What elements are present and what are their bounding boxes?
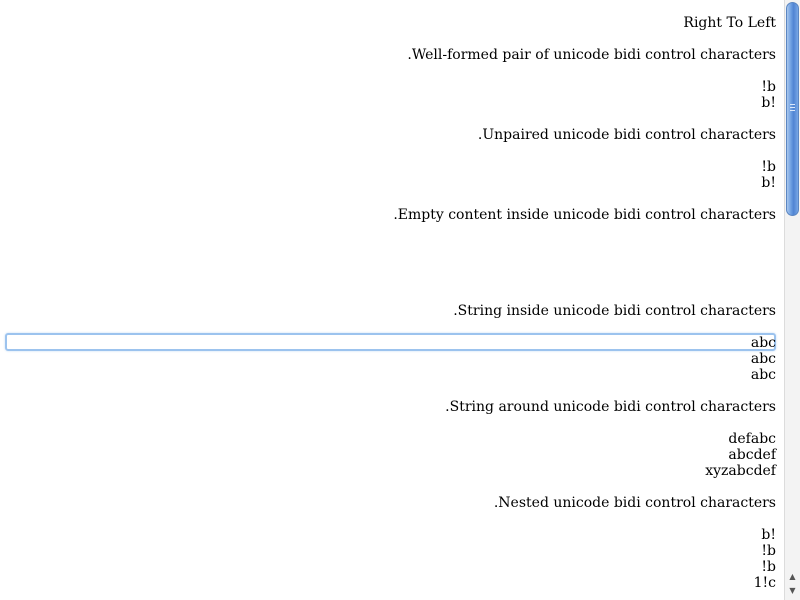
text-line: !b bbox=[761, 543, 776, 559]
text-line: !b bbox=[761, 559, 776, 575]
focused-text-field[interactable] bbox=[5, 333, 776, 351]
text-line: abc bbox=[750, 335, 776, 351]
vertical-scrollbar[interactable]: ▲ ▼ bbox=[784, 0, 800, 600]
section-label-nested: .Nested unicode bidi control characters bbox=[493, 495, 776, 511]
scroll-up-arrow-icon[interactable]: ▲ bbox=[789, 572, 796, 581]
text-line: abc bbox=[750, 367, 776, 383]
text-line: abc bbox=[750, 351, 776, 367]
thumb-grip-line bbox=[790, 107, 795, 108]
thumb-grip-line bbox=[790, 110, 795, 111]
text-line: !b bbox=[761, 79, 776, 95]
section-label-string-around: .String around unicode bidi control char… bbox=[445, 399, 776, 415]
text-line: xyzabcdef bbox=[705, 463, 776, 479]
text-line: b! bbox=[761, 95, 776, 111]
section-label-empty-content: .Empty content inside unicode bidi contr… bbox=[393, 207, 776, 223]
scroll-down-arrow-icon[interactable]: ▼ bbox=[789, 586, 796, 595]
section-label-well-formed: .Well-formed pair of unicode bidi contro… bbox=[407, 47, 776, 63]
heading-right-to-left: Right To Left bbox=[683, 15, 776, 31]
thumb-grip-line bbox=[790, 104, 795, 105]
text-line: b! bbox=[761, 527, 776, 543]
text-line: abcdef bbox=[728, 447, 776, 463]
scrollbar-thumb[interactable] bbox=[786, 2, 799, 216]
text-line: !b bbox=[761, 159, 776, 175]
section-label-string-inside: .String inside unicode bidi control char… bbox=[453, 303, 776, 319]
text-line: defabc bbox=[728, 431, 776, 447]
text-line: 1!c bbox=[753, 575, 776, 591]
text-line: b! bbox=[761, 175, 776, 191]
section-label-unpaired: .Unpaired unicode bidi control character… bbox=[477, 127, 776, 143]
